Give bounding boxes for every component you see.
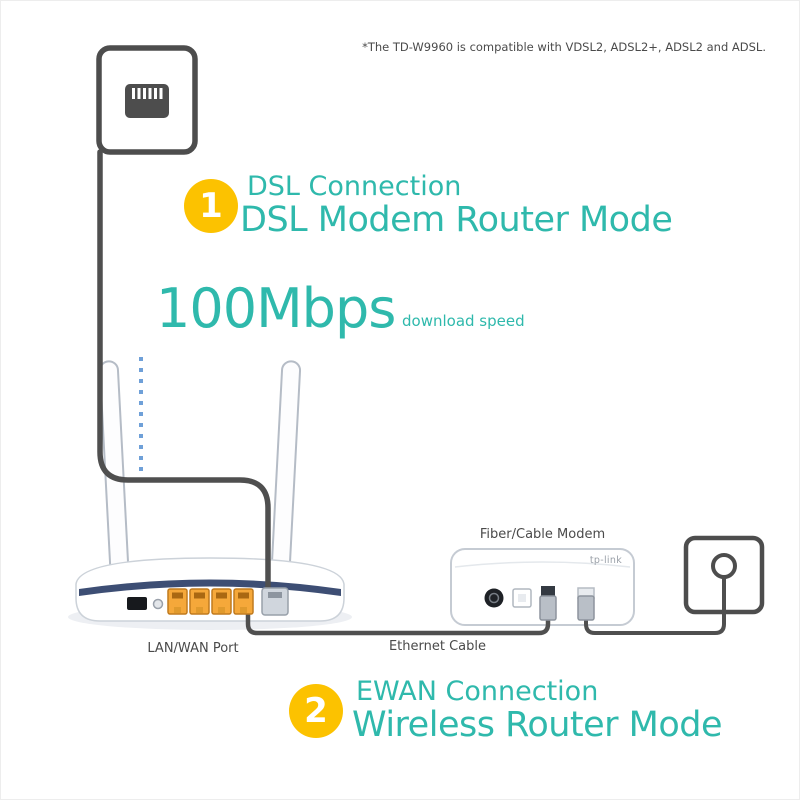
ethernet-connector (539, 595, 557, 621)
lan-wan-port-label: LAN/WAN Port (147, 641, 239, 656)
lan-port-3 (211, 588, 232, 615)
dsl-cable (97, 149, 271, 597)
wps-button (152, 598, 164, 610)
step2-mode: Wireless Router Mode (352, 705, 723, 745)
step2-badge: 2 (289, 684, 343, 738)
router-ports (127, 587, 289, 616)
modem-ports (484, 586, 595, 621)
dsl-port (261, 587, 289, 616)
router (68, 360, 352, 630)
power-connector (577, 595, 595, 621)
tplink-logo: tp-link (589, 555, 622, 566)
step1-title: DSL Connection (247, 171, 462, 202)
lan-port-1 (167, 588, 188, 615)
lan-port-4 (233, 588, 254, 615)
download-speed-caption: download speed (402, 312, 525, 330)
plug-icon (711, 553, 737, 579)
modem-label: Fiber/Cable Modem (479, 527, 606, 542)
router-navy-trim (79, 579, 341, 596)
phone-jack-icon (125, 84, 169, 118)
dsl-wall-socket (96, 45, 198, 155)
power-wall-socket (683, 535, 765, 615)
lan-port-2 (189, 588, 210, 615)
download-speed: 100Mbps (156, 277, 396, 340)
step1-badge: 1 (184, 179, 238, 233)
step2-title: EWAN Connection (356, 676, 599, 707)
step1-mode: DSL Modem Router Mode (240, 200, 673, 240)
modem-wall-cable (584, 577, 726, 635)
modem-lan-port (541, 586, 555, 598)
compatibility-note: *The TD-W9960 is compatible with VDSL2, … (362, 40, 766, 54)
power-jack (127, 597, 147, 610)
ethernet-cable-line (245, 604, 551, 636)
coax-port (484, 588, 504, 608)
ethernet-cable-label: Ethernet Cable (388, 639, 487, 654)
